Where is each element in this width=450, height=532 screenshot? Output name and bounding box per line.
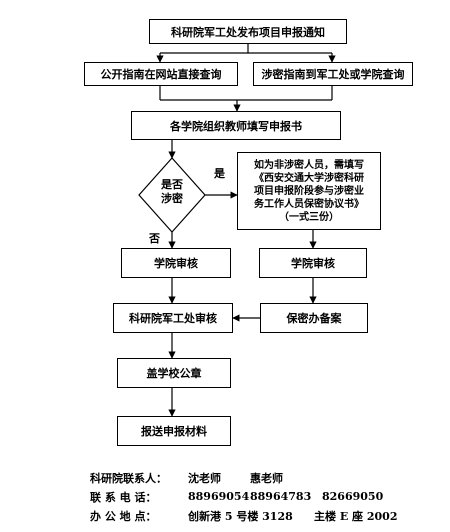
- submit-text: 报送申报材料: [141, 425, 207, 438]
- decision-line-2: 涉密: [161, 192, 183, 205]
- college-organize-box: 各学院组织教师填写申报书: [131, 111, 341, 140]
- school-seal-box: 盖学校公章: [117, 358, 231, 388]
- no-label: 否: [149, 232, 160, 245]
- decision-line-1: 是否: [161, 178, 183, 191]
- secret-guide-text: 涉密指南到军工处或学院查询: [261, 68, 405, 81]
- note-line-3: 项目申报阶段参与涉密业: [254, 185, 364, 197]
- college-organize-text: 各学院组织教师填写申报书: [170, 119, 302, 133]
- note-line-2: 《西安交通大学涉密科研: [254, 172, 364, 184]
- secret-guide-box: 涉密指南到军工处或学院查询: [253, 62, 413, 86]
- research-review-text: 科研院军工处审核: [129, 312, 217, 325]
- address-label: 办 公 地 点：: [90, 509, 157, 523]
- address-2: 主楼 E 座 2002: [314, 509, 398, 523]
- phone-1: 88969054: [188, 490, 250, 503]
- school-seal-text: 盖学校公章: [146, 367, 202, 380]
- top-notice-box: 科研院军工处发布项目申报通知: [149, 19, 347, 44]
- secrecy-office-box: 保密办备案: [260, 303, 368, 333]
- decision-text: 是否 涉密: [140, 178, 204, 206]
- contact-footer: 科研院联系人： 沈老师 惠老师 联 系 电 话： 88969054 889647…: [90, 468, 440, 525]
- note-line-1: 如为非涉密人员，需填写: [254, 159, 364, 171]
- phone-3: 82669050: [322, 490, 384, 503]
- note-line-5: （一式三份）: [279, 211, 339, 223]
- submit-box: 报送申报材料: [117, 416, 231, 446]
- public-guide-text: 公开指南在网站直接查询: [100, 68, 222, 81]
- note-line-4: 务工作人员保密协议书》: [254, 198, 364, 210]
- address-row: 办 公 地 点： 创新港 5 号楼 3128 主楼 E 座 2002: [90, 506, 440, 525]
- phone-row: 联 系 电 话： 88969054 88964783 82669050: [90, 487, 440, 506]
- contact-label: 科研院联系人：: [90, 471, 167, 485]
- public-guide-box: 公开指南在网站直接查询: [84, 62, 238, 86]
- top-notice-text: 科研院军工处发布项目申报通知: [171, 25, 325, 39]
- contact-row: 科研院联系人： 沈老师 惠老师: [90, 468, 440, 487]
- research-review-box: 科研院军工处审核: [113, 303, 233, 333]
- yes-label: 是: [214, 167, 225, 180]
- college-review-right-box: 学院审核: [259, 248, 367, 278]
- secrecy-agreement-note-box: 如为非涉密人员，需填写 《西安交通大学涉密科研 项目申报阶段参与涉密业 务工作人…: [237, 152, 381, 230]
- phone-2: 88964783: [250, 490, 312, 503]
- college-review-right-text: 学院审核: [291, 257, 335, 270]
- contact-1: 沈老师: [188, 471, 221, 485]
- phone-label: 联 系 电 话：: [90, 490, 157, 504]
- contact-2: 惠老师: [250, 471, 283, 485]
- college-review-left-box: 学院审核: [121, 248, 231, 278]
- secrecy-office-text: 保密办备案: [286, 312, 342, 325]
- address-1: 创新港 5 号楼 3128: [188, 509, 293, 523]
- college-review-left-text: 学院审核: [154, 257, 198, 270]
